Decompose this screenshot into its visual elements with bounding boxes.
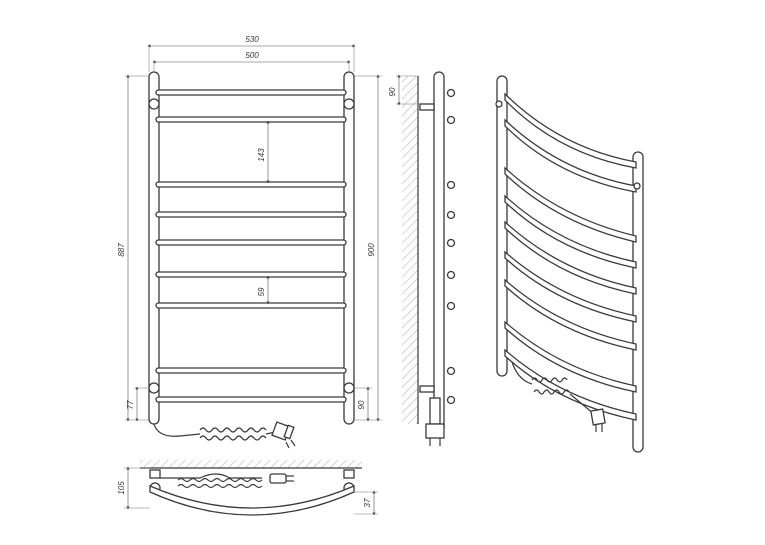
bar bbox=[155, 367, 347, 374]
curved-bars bbox=[504, 92, 637, 421]
bracket-icon bbox=[343, 382, 355, 394]
side-view: 90 bbox=[388, 71, 456, 446]
bracket-icon bbox=[148, 382, 160, 394]
dim-top-offset: 90 bbox=[388, 87, 397, 96]
bracket-icon bbox=[148, 98, 160, 110]
bar bbox=[155, 271, 347, 278]
wall-top bbox=[140, 460, 362, 468]
bar-ends bbox=[446, 88, 456, 405]
wall-section bbox=[402, 76, 418, 424]
dim-center-height: 900 bbox=[367, 243, 376, 257]
curved-bar-top bbox=[149, 485, 355, 516]
dim-bar-spacing: 143 bbox=[257, 148, 266, 162]
dim-curve-depth: 37 bbox=[363, 498, 372, 507]
dim-bottom-offset-right: 90 bbox=[357, 400, 366, 409]
front-view: 530 500 143 59 887 77 900 90 bbox=[117, 35, 382, 449]
dim-overall-width: 530 bbox=[245, 35, 259, 44]
dim-center-width: 500 bbox=[245, 51, 259, 60]
dim-overall-height: 887 bbox=[117, 243, 126, 257]
plug-icon bbox=[590, 408, 606, 432]
plug-icon bbox=[269, 473, 294, 484]
bar bbox=[155, 396, 347, 403]
bracket-icon bbox=[343, 98, 355, 110]
bar bbox=[155, 116, 347, 123]
side-pipe bbox=[433, 71, 445, 433]
bracket-icon bbox=[495, 100, 503, 108]
bracket-icon bbox=[633, 182, 641, 190]
perspective-view bbox=[495, 75, 644, 453]
plug-icon bbox=[271, 421, 296, 449]
top-view: 105 37 bbox=[117, 460, 378, 516]
horizontal-bars bbox=[155, 89, 347, 403]
dim-bottom-offset-left: 77 bbox=[126, 400, 135, 409]
bar bbox=[155, 89, 347, 96]
bar bbox=[155, 211, 347, 218]
bar bbox=[155, 181, 347, 188]
bar bbox=[155, 302, 347, 309]
dim-small-spacing: 59 bbox=[257, 287, 266, 296]
right-pipe bbox=[632, 151, 644, 453]
bar bbox=[155, 239, 347, 246]
electric-cable-icon bbox=[153, 423, 277, 441]
dim-depth: 105 bbox=[117, 481, 126, 495]
heating-element-icon bbox=[425, 397, 445, 446]
